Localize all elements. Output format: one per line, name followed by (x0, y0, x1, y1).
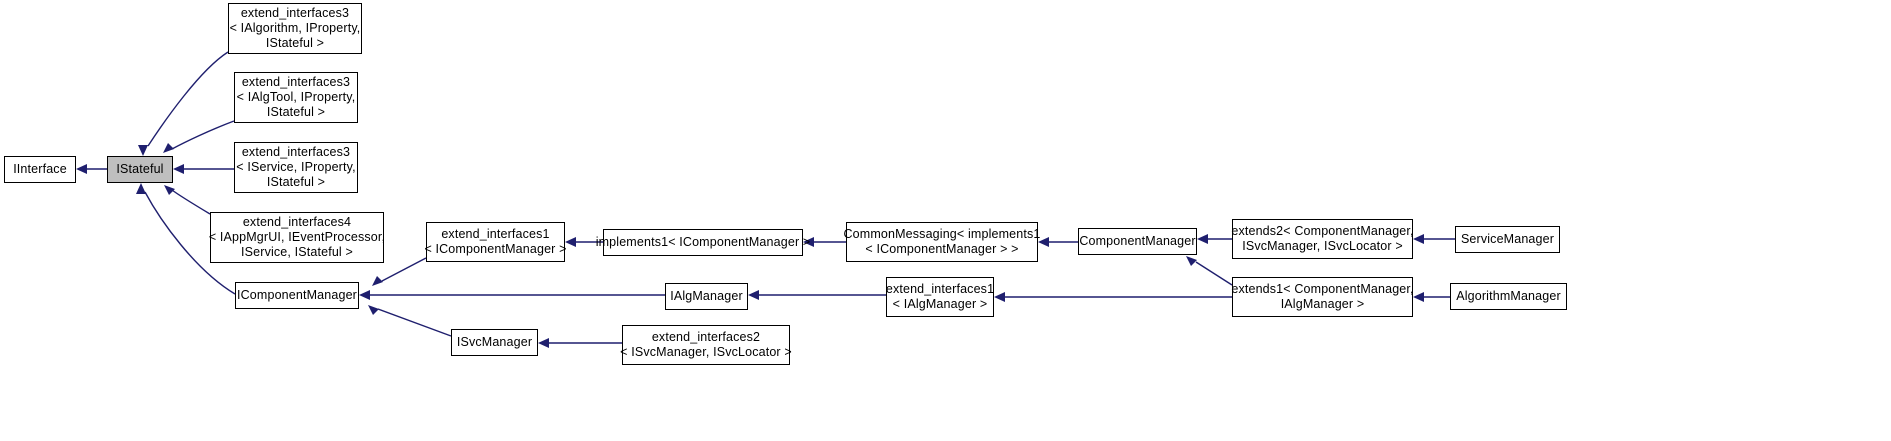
edge-ei3-ialgorithm-to-istateful (138, 51, 229, 156)
edge-istateful-to-iinterface (76, 164, 107, 174)
node-label-iinterface-1: IInterface (13, 162, 67, 176)
node-label-ialgmanager-1: IAlgManager (670, 289, 743, 303)
node-label-ei3-ialgorithm-1: extend_interfaces3 (240, 6, 350, 20)
node-ei1-icomponentmanager[interactable]: extend_interfaces1< IComponentManager > (424, 222, 567, 262)
node-label-ei3-iservice-1: extend_interfaces3 (241, 145, 351, 159)
node-label-extends2-componentmanager-2: ISvcManager, ISvcLocator > (1242, 239, 1403, 253)
node-label-ei4-iappmgrui-1: extend_interfaces4 (242, 215, 352, 229)
node-label-ei3-iservice-2: < IService, IProperty, (236, 160, 356, 174)
node-implements1-icomponentmanager[interactable]: implements1< IComponentManager > (596, 229, 810, 256)
edge-componentmanager-to-commonmessaging (1038, 237, 1078, 247)
node-label-ei3-ialgtool-1: extend_interfaces3 (241, 75, 351, 89)
node-servicemanager[interactable]: ServiceManager (1455, 226, 1560, 253)
node-label-ei1-ialgmanager-2: < IAlgManager > (892, 297, 988, 311)
node-label-extends2-componentmanager-1: extends2< ComponentManager, (1231, 224, 1414, 238)
node-extends1-componentmanager[interactable]: extends1< ComponentManager,IAlgManager > (1231, 277, 1414, 317)
node-ialgmanager[interactable]: IAlgManager (665, 283, 748, 310)
node-ei2-isvcmanager[interactable]: extend_interfaces2< ISvcManager, ISvcLoc… (620, 325, 792, 365)
edge-ei4-iappmgrui-to-istateful (164, 185, 211, 215)
node-commonmessaging[interactable]: CommonMessaging< implements1< IComponent… (843, 222, 1041, 262)
edge-algorithmmanager-to-extends1-componentmanager (1413, 292, 1450, 302)
node-label-icomponentmanager-1: IComponentManager (237, 288, 357, 302)
edge-ei3-iservice-to-istateful (173, 164, 234, 174)
node-label-ei1-icomponentmanager-2: < IComponentManager > (424, 242, 567, 256)
node-ei4-iappmgrui[interactable]: extend_interfaces4< IAppMgrUI, IEventPro… (208, 212, 386, 263)
node-label-isvcmanager-1: ISvcManager (456, 335, 533, 349)
node-label-implements1-icomponentmanager-1: implements1< IComponentManager > (595, 235, 811, 249)
node-extends2-componentmanager[interactable]: extends2< ComponentManager,ISvcManager, … (1231, 219, 1414, 259)
node-label-algorithmmanager-1: AlgorithmManager (1456, 289, 1561, 303)
edge-extends2-componentmanager-to-componentmanager (1197, 234, 1232, 244)
node-label-istateful-1: IStateful (116, 162, 164, 176)
node-ei3-ialgorithm[interactable]: extend_interfaces3< IAlgorithm, IPropert… (228, 3, 362, 54)
node-ei3-iservice[interactable]: extend_interfaces3< IService, IProperty,… (234, 142, 358, 193)
node-label-ei3-ialgorithm-3: IStateful > (265, 36, 325, 50)
edge-extends1-componentmanager-to-ei1-ialgmanager (994, 292, 1232, 302)
node-icomponentmanager[interactable]: IComponentManager (235, 282, 359, 309)
node-istateful[interactable]: IStateful (107, 156, 173, 183)
node-label-ei3-ialgtool-2: < IAlgTool, IProperty, (236, 90, 356, 104)
node-label-ei3-ialgtool-3: IStateful > (266, 105, 326, 119)
node-label-commonmessaging-2: < IComponentManager > > (865, 242, 1019, 256)
edge-servicemanager-to-extends2-componentmanager (1413, 234, 1455, 244)
edge-ei1-ialgmanager-to-ialgmanager (748, 290, 886, 300)
node-ei1-ialgmanager[interactable]: extend_interfaces1< IAlgManager > (886, 277, 994, 317)
node-algorithmmanager[interactable]: AlgorithmManager (1450, 283, 1567, 310)
edge-ialgmanager-to-icomponentmanager (359, 290, 665, 300)
node-label-servicemanager-1: ServiceManager (1460, 232, 1555, 246)
node-label-ei1-ialgmanager-1: extend_interfaces1 (885, 282, 995, 296)
node-label-ei4-iappmgrui-3: IService, IStateful > (241, 245, 353, 259)
node-label-extends1-componentmanager-2: IAlgManager > (1280, 297, 1365, 311)
node-label-ei2-isvcmanager-2: < ISvcManager, ISvcLocator > (620, 345, 792, 359)
edge-ei2-isvcmanager-to-isvcmanager (538, 338, 622, 348)
edge-isvcmanager-to-icomponentmanager (368, 305, 452, 337)
node-label-ei3-iservice-3: IStateful > (266, 175, 326, 189)
node-isvcmanager[interactable]: ISvcManager (451, 329, 538, 356)
node-label-commonmessaging-1: CommonMessaging< implements1 (843, 227, 1041, 241)
node-label-ei1-icomponentmanager-1: extend_interfaces1 (441, 227, 550, 241)
node-label-ei4-iappmgrui-2: < IAppMgrUI, IEventProcessor, (208, 230, 386, 244)
node-label-ei2-isvcmanager-1: extend_interfaces2 (651, 330, 761, 344)
edge-extends1-componentmanager-to-componentmanager (1186, 256, 1233, 286)
edge-ei3-ialgtool-to-istateful (163, 120, 235, 153)
node-iinterface[interactable]: IInterface (4, 156, 76, 183)
node-ei3-ialgtool[interactable]: extend_interfaces3< IAlgTool, IProperty,… (234, 72, 358, 123)
node-label-extends1-componentmanager-1: extends1< ComponentManager, (1231, 282, 1414, 296)
node-label-componentmanager-1: ComponentManager (1079, 234, 1196, 248)
node-componentmanager[interactable]: ComponentManager (1078, 228, 1197, 255)
node-label-ei3-ialgorithm-2: < IAlgorithm, IProperty, (229, 21, 361, 35)
